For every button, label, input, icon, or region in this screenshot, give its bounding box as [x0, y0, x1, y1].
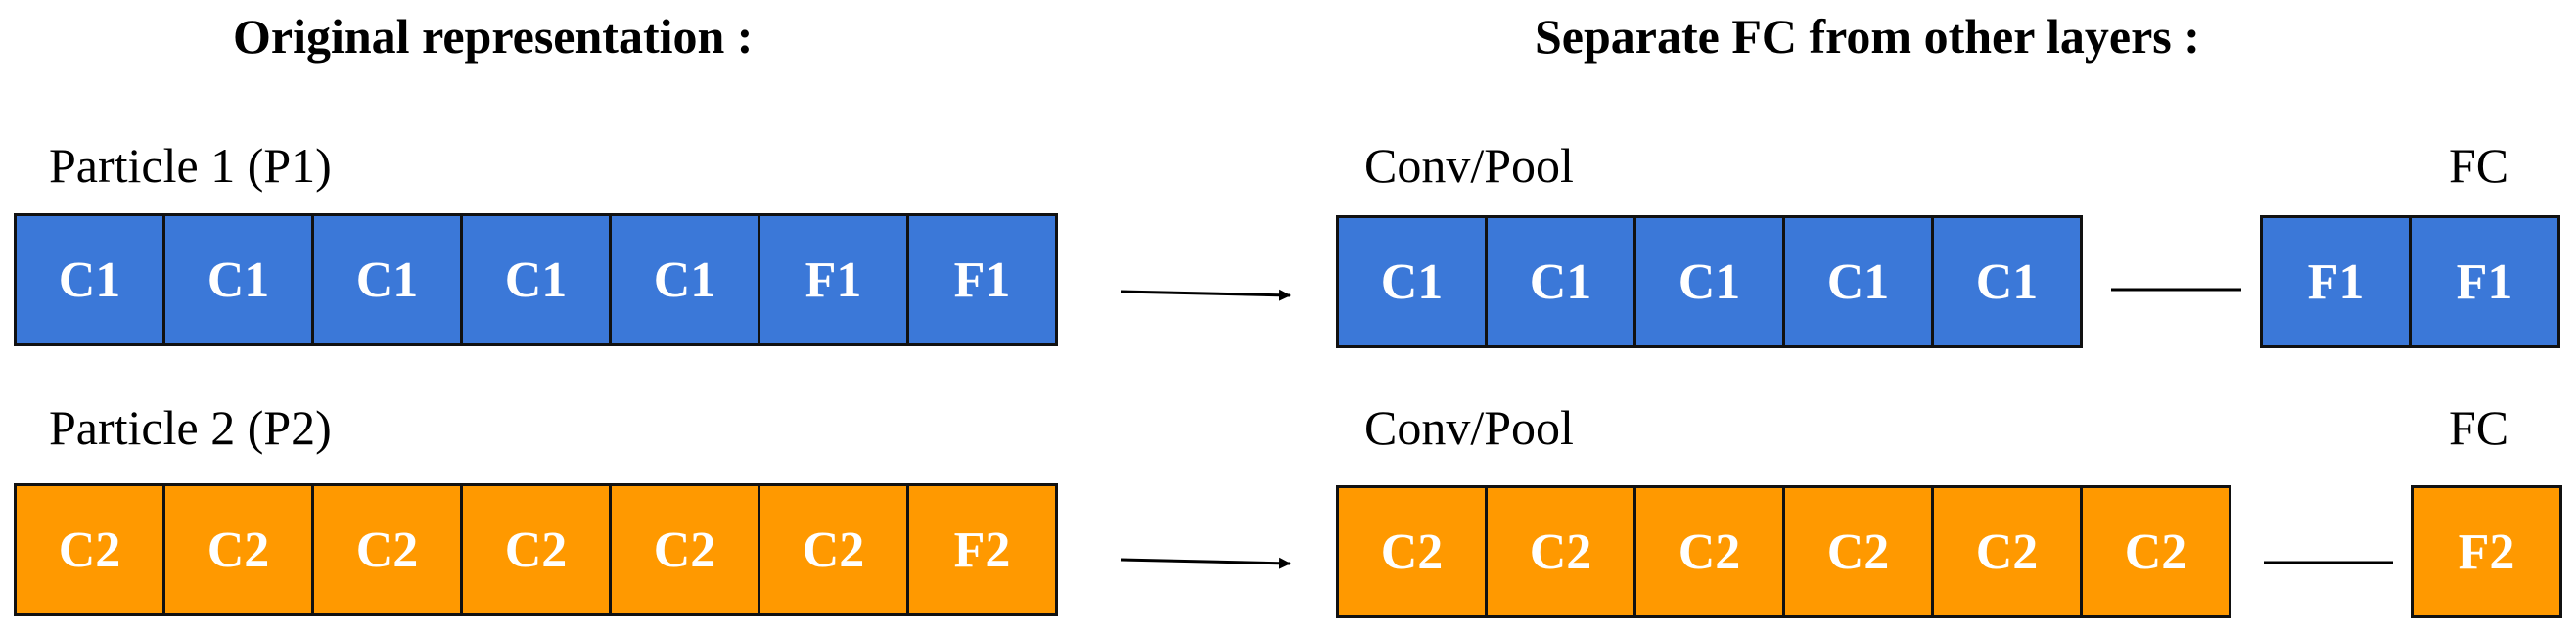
p2-conv-cell: C2 [2080, 485, 2231, 618]
p1-cell: C1 [162, 213, 314, 346]
particle-1-label: Particle 1 (P1) [49, 138, 332, 193]
p2-conv-cell: C2 [1633, 485, 1785, 618]
p2-cell: C2 [609, 483, 760, 616]
p1-cell: C1 [609, 213, 760, 346]
p1-cell: C1 [460, 213, 612, 346]
particle-2-label: Particle 2 (P2) [49, 400, 332, 455]
particle-2-fc-label: FC [2449, 400, 2509, 455]
p1-conv-cell: C1 [1633, 215, 1785, 348]
particle-1-conv-pool-label: Conv/Pool [1364, 138, 1574, 193]
p1-cell: F1 [906, 213, 1058, 346]
p1-conv-cell: C1 [1336, 215, 1488, 348]
heading-original-representation: Original representation : [233, 9, 754, 64]
particle-2-conv-pool-label: Conv/Pool [1364, 400, 1574, 455]
p2-conv-cell: C2 [1336, 485, 1488, 618]
p1-transform-arrow [1120, 289, 1291, 301]
p2-fc-cell: F2 [2411, 485, 2562, 618]
particle-1-fc-label: FC [2449, 138, 2509, 193]
particle-1-fc-strip: F1 F1 [2260, 215, 2560, 348]
particle-2-original-strip: C2 C2 C2 C2 C2 C2 F2 [14, 483, 1058, 616]
particle-2-fc-strip: F2 [2411, 485, 2562, 618]
p1-fc-cell: F1 [2409, 215, 2560, 348]
particle-1-original-strip: C1 C1 C1 C1 C1 F1 F1 [14, 213, 1058, 346]
p1-cell: F1 [758, 213, 909, 346]
p2-cell: C2 [460, 483, 612, 616]
p2-conv-cell: C2 [1931, 485, 2083, 618]
p2-conv-cell: C2 [1485, 485, 1636, 618]
p1-fc-cell: F1 [2260, 215, 2412, 348]
p1-cell: C1 [311, 213, 463, 346]
p2-cell: C2 [14, 483, 165, 616]
p2-cell: C2 [311, 483, 463, 616]
heading-separate-fc: Separate FC from other layers : [1535, 9, 2200, 64]
p2-cell: F2 [906, 483, 1058, 616]
p2-conv-cell: C2 [1782, 485, 1934, 618]
p2-transform-arrow [1120, 557, 1291, 569]
particle-2-conv-strip: C2 C2 C2 C2 C2 C2 [1336, 485, 2231, 618]
p1-conv-cell: C1 [1485, 215, 1636, 348]
particle-1-conv-strip: C1 C1 C1 C1 C1 [1336, 215, 2083, 348]
p1-conv-cell: C1 [1931, 215, 2083, 348]
